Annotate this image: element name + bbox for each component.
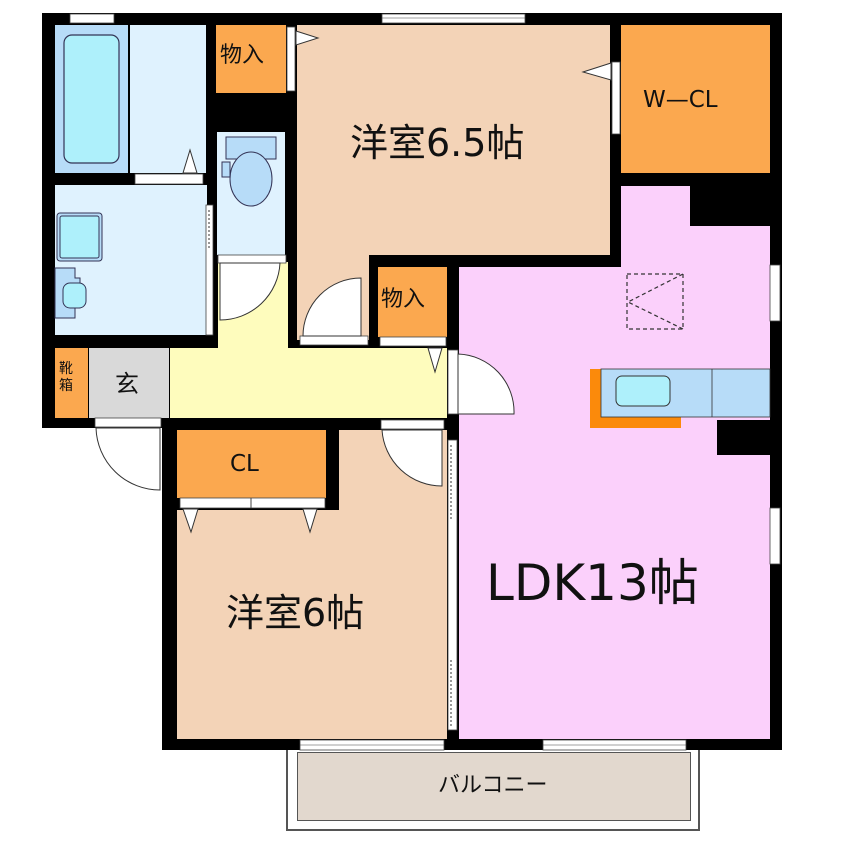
balcony <box>297 752 691 821</box>
ldk-pillar <box>717 420 772 455</box>
shoe-box-label: 靴箱 <box>59 361 73 394</box>
range-hood-icon <box>626 273 684 330</box>
western-room-6-5-label: 洋室6.5帖 <box>350 121 525 165</box>
western-room-6-5 <box>297 25 610 255</box>
closet-label: CL <box>230 451 259 477</box>
toilet-door-icon <box>219 262 281 321</box>
western-room-6 <box>177 510 447 739</box>
kitchen-counter-edge <box>590 369 681 428</box>
storage-middle-label: 物入 <box>381 287 426 312</box>
storage-middle <box>378 267 447 337</box>
sink-icon <box>615 375 671 407</box>
walk-in-closet <box>621 25 770 173</box>
toilet-bowl-icon <box>229 151 273 207</box>
ldk-main <box>459 267 770 739</box>
hallway <box>170 348 447 418</box>
bathtub-icon <box>63 34 120 164</box>
western-room-6-label: 洋室6帖 <box>226 591 365 635</box>
room-door-icon <box>302 277 362 337</box>
storage-top-label: 物入 <box>220 43 265 68</box>
ldk-door-icon <box>457 353 515 415</box>
window-icon <box>381 13 526 24</box>
walk-in-closet-label: W—CL <box>643 87 718 113</box>
closet <box>177 430 326 498</box>
balcony-label: バルコニー <box>438 773 548 798</box>
ldk-label: LDK13帖 <box>486 554 699 612</box>
entrance-label: 玄 <box>115 370 139 398</box>
entrance-genkan <box>89 348 169 418</box>
entrance-door-icon <box>95 427 161 491</box>
door-arrow-icon <box>182 148 198 174</box>
shoe-box <box>55 348 88 418</box>
storage-top <box>216 25 286 93</box>
bathroom-washing-area <box>130 25 206 173</box>
